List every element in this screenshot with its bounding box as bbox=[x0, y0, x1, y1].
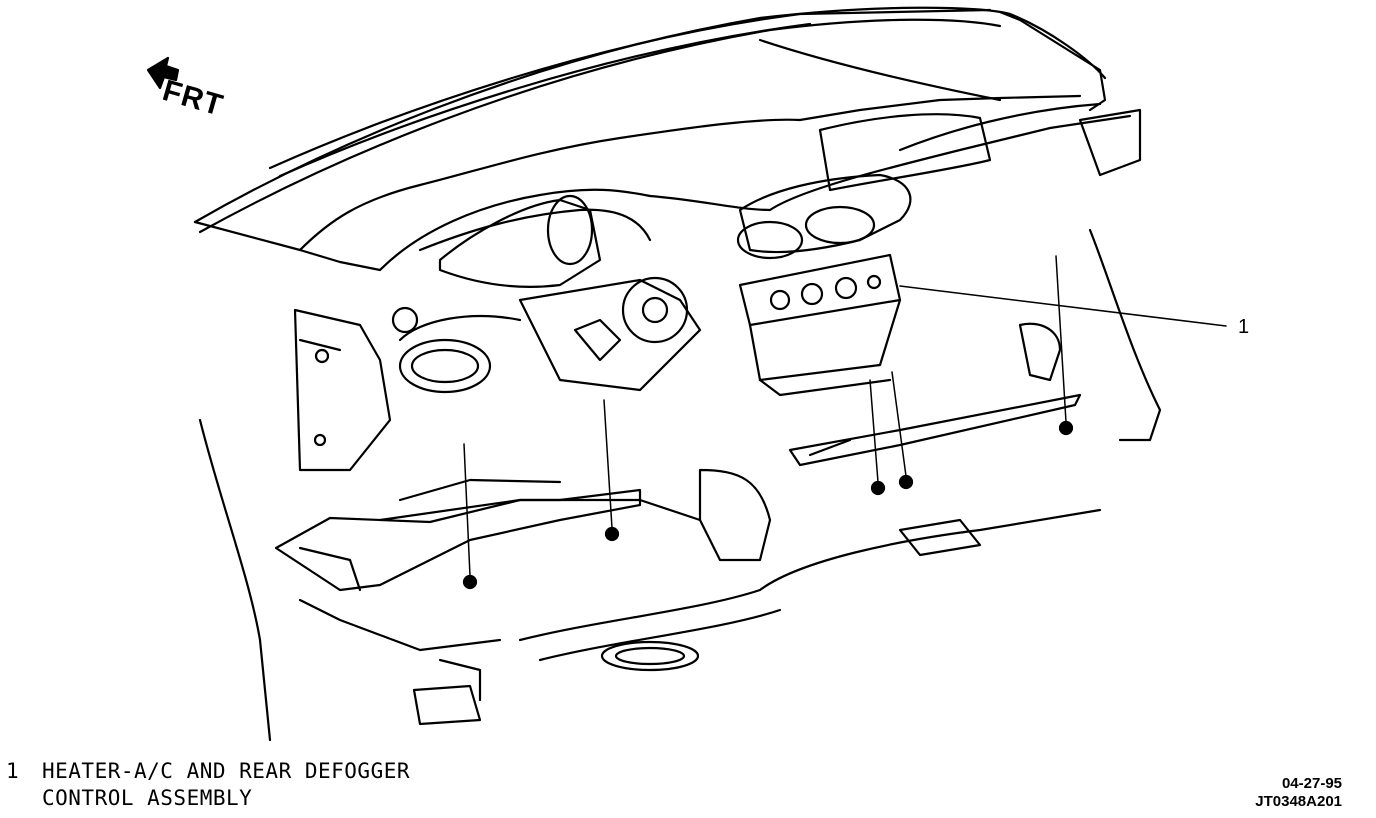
callout-number-1: 1 bbox=[1238, 316, 1250, 338]
figure-code: JT0348A201 bbox=[1255, 793, 1342, 810]
heater-ac-control-assembly bbox=[738, 253, 902, 397]
legend-line-1: HEATER-A/C AND REAR DEFOGGER bbox=[42, 759, 411, 783]
left-panel-end bbox=[293, 308, 392, 472]
knee-bolster-right bbox=[788, 393, 1082, 467]
fastener-leader-lines bbox=[463, 255, 1067, 577]
legend-number: 1 bbox=[6, 759, 20, 783]
floor-pan bbox=[198, 418, 1102, 742]
front-direction-arrow-icon bbox=[146, 56, 180, 90]
legend-line-2: CONTROL ASSEMBLY bbox=[42, 786, 253, 810]
steering-column bbox=[518, 276, 702, 392]
right-kick-panel bbox=[1018, 108, 1162, 442]
figure-info: 04-27-95 JT0348A201 bbox=[1255, 775, 1342, 811]
air-duct-left bbox=[391, 194, 602, 394]
air-duct-center bbox=[736, 113, 992, 260]
callout-1-leader bbox=[899, 285, 1227, 327]
fasteners bbox=[462, 420, 1074, 590]
windshield-cowl bbox=[193, 6, 1107, 272]
knee-bolster-left bbox=[274, 478, 642, 592]
instrument-panel-upper bbox=[298, 94, 1132, 272]
figure-date: 04-27-95 bbox=[1281, 775, 1342, 792]
